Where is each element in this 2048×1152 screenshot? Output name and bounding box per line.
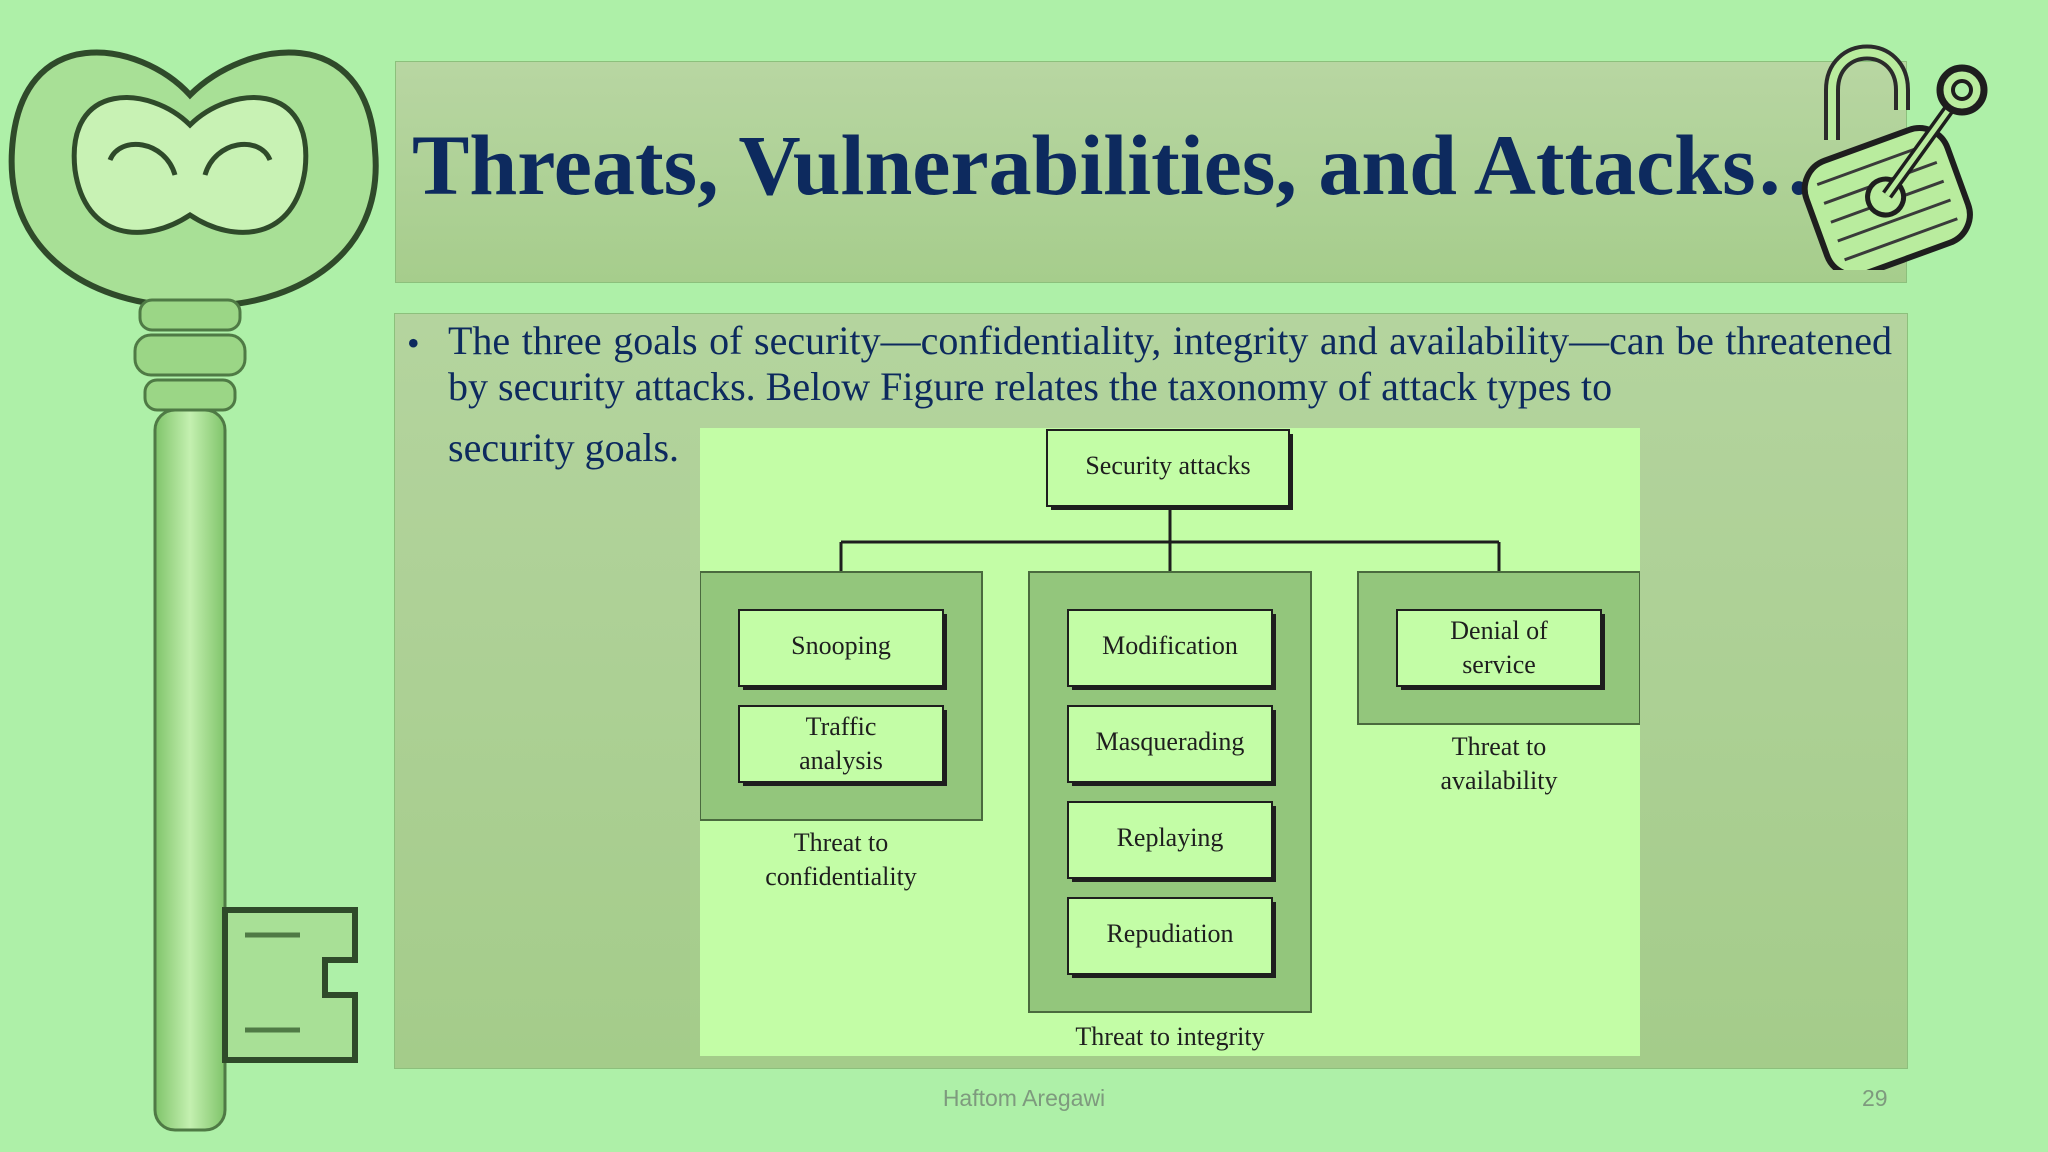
attack-snooping: Snooping — [791, 631, 891, 660]
attack-modification: Modification — [1102, 631, 1238, 660]
bullet-marker: • — [407, 323, 420, 363]
attack-replaying: Replaying — [1117, 823, 1224, 852]
caption-integrity: Threat to integrity — [1075, 1022, 1264, 1051]
attack-box — [738, 609, 944, 687]
padlock-key-icon — [1801, 44, 1988, 270]
root-label: Security attacks — [1085, 451, 1250, 480]
title-box — [395, 61, 1907, 283]
key-icon — [8, 49, 379, 1132]
attack-taxonomy-diagram: Security attacks Snooping Traffic analys… — [700, 428, 1640, 1056]
attack-box — [738, 705, 944, 783]
footer-author: Haftom Aregawi — [942, 1085, 1106, 1111]
attack-repudiation: Repudiation — [1106, 919, 1233, 948]
attack-box — [1067, 705, 1273, 783]
attack-denial-of-service: Denial of service — [1450, 616, 1547, 679]
attack-box — [1396, 609, 1602, 687]
attack-box — [1067, 609, 1273, 687]
bullet-text-end: security goals. — [448, 425, 680, 470]
attack-box — [1067, 897, 1273, 975]
caption-confidentiality: Threat to confidentiality — [765, 828, 917, 891]
root-box — [1046, 429, 1290, 507]
slide-title: Threats, Vulnerabilities, and Attacks… — [412, 117, 1842, 213]
bullet-text: The three goals of security—confidential… — [448, 318, 1892, 409]
attack-traffic-analysis: Traffic analysis — [799, 712, 883, 775]
page-number: 29 — [1862, 1085, 1888, 1111]
attack-masquerading: Masquerading — [1096, 727, 1245, 756]
caption-availability: Threat to availability — [1441, 732, 1558, 795]
attack-box — [1067, 801, 1273, 879]
